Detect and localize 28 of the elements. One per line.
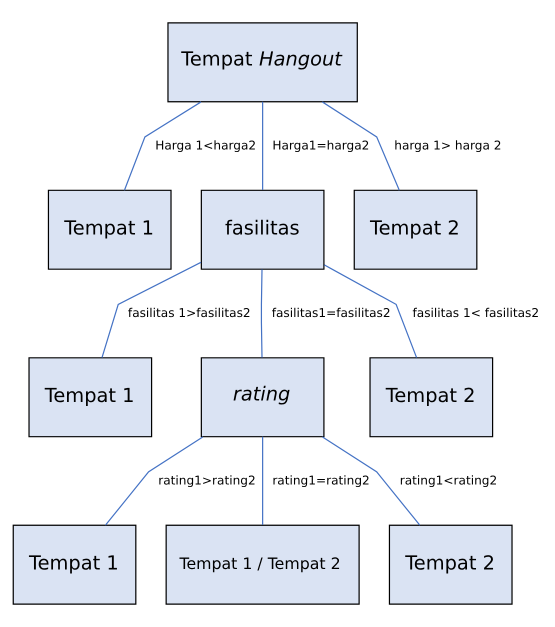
edge-label: rating1>rating2 [158,474,256,488]
node-box: Tempat 1 [48,190,172,270]
node-box: rating [200,357,325,438]
edge-label: rating1=rating2 [272,474,370,488]
edge-label: fasilitas 1< fasilitas2 [412,306,540,320]
connector [105,436,204,526]
edge-label: rating1<rating2 [400,474,498,488]
node-box: Tempat 2 [369,357,494,438]
node-box: Tempat 1 [28,357,152,438]
connector [322,436,420,526]
node-box: Tempat 1 [12,524,136,605]
connector [101,262,202,358]
node-box: Tempat 2 [388,524,513,605]
node-box: Tempat Hangout [167,22,358,102]
connector [262,102,264,190]
connector [262,436,264,525]
connector [322,101,400,190]
edge-label: Harga 1<harga2 [155,138,256,153]
edge-label: Harga1=harga2 [272,138,370,153]
edge-label: fasilitas1=fasilitas2 [272,306,391,320]
node-box: Tempat 2 [354,190,478,270]
connector [260,269,263,358]
connector [324,264,418,358]
node-box: fasilitas [200,190,325,270]
edge-label: harga 1> harga 2 [394,138,502,153]
connector [124,101,202,190]
node-box: Tempat 1 / Tempat 2 [166,524,360,605]
edge-label: fasilitas 1>fasilitas2 [128,306,251,320]
